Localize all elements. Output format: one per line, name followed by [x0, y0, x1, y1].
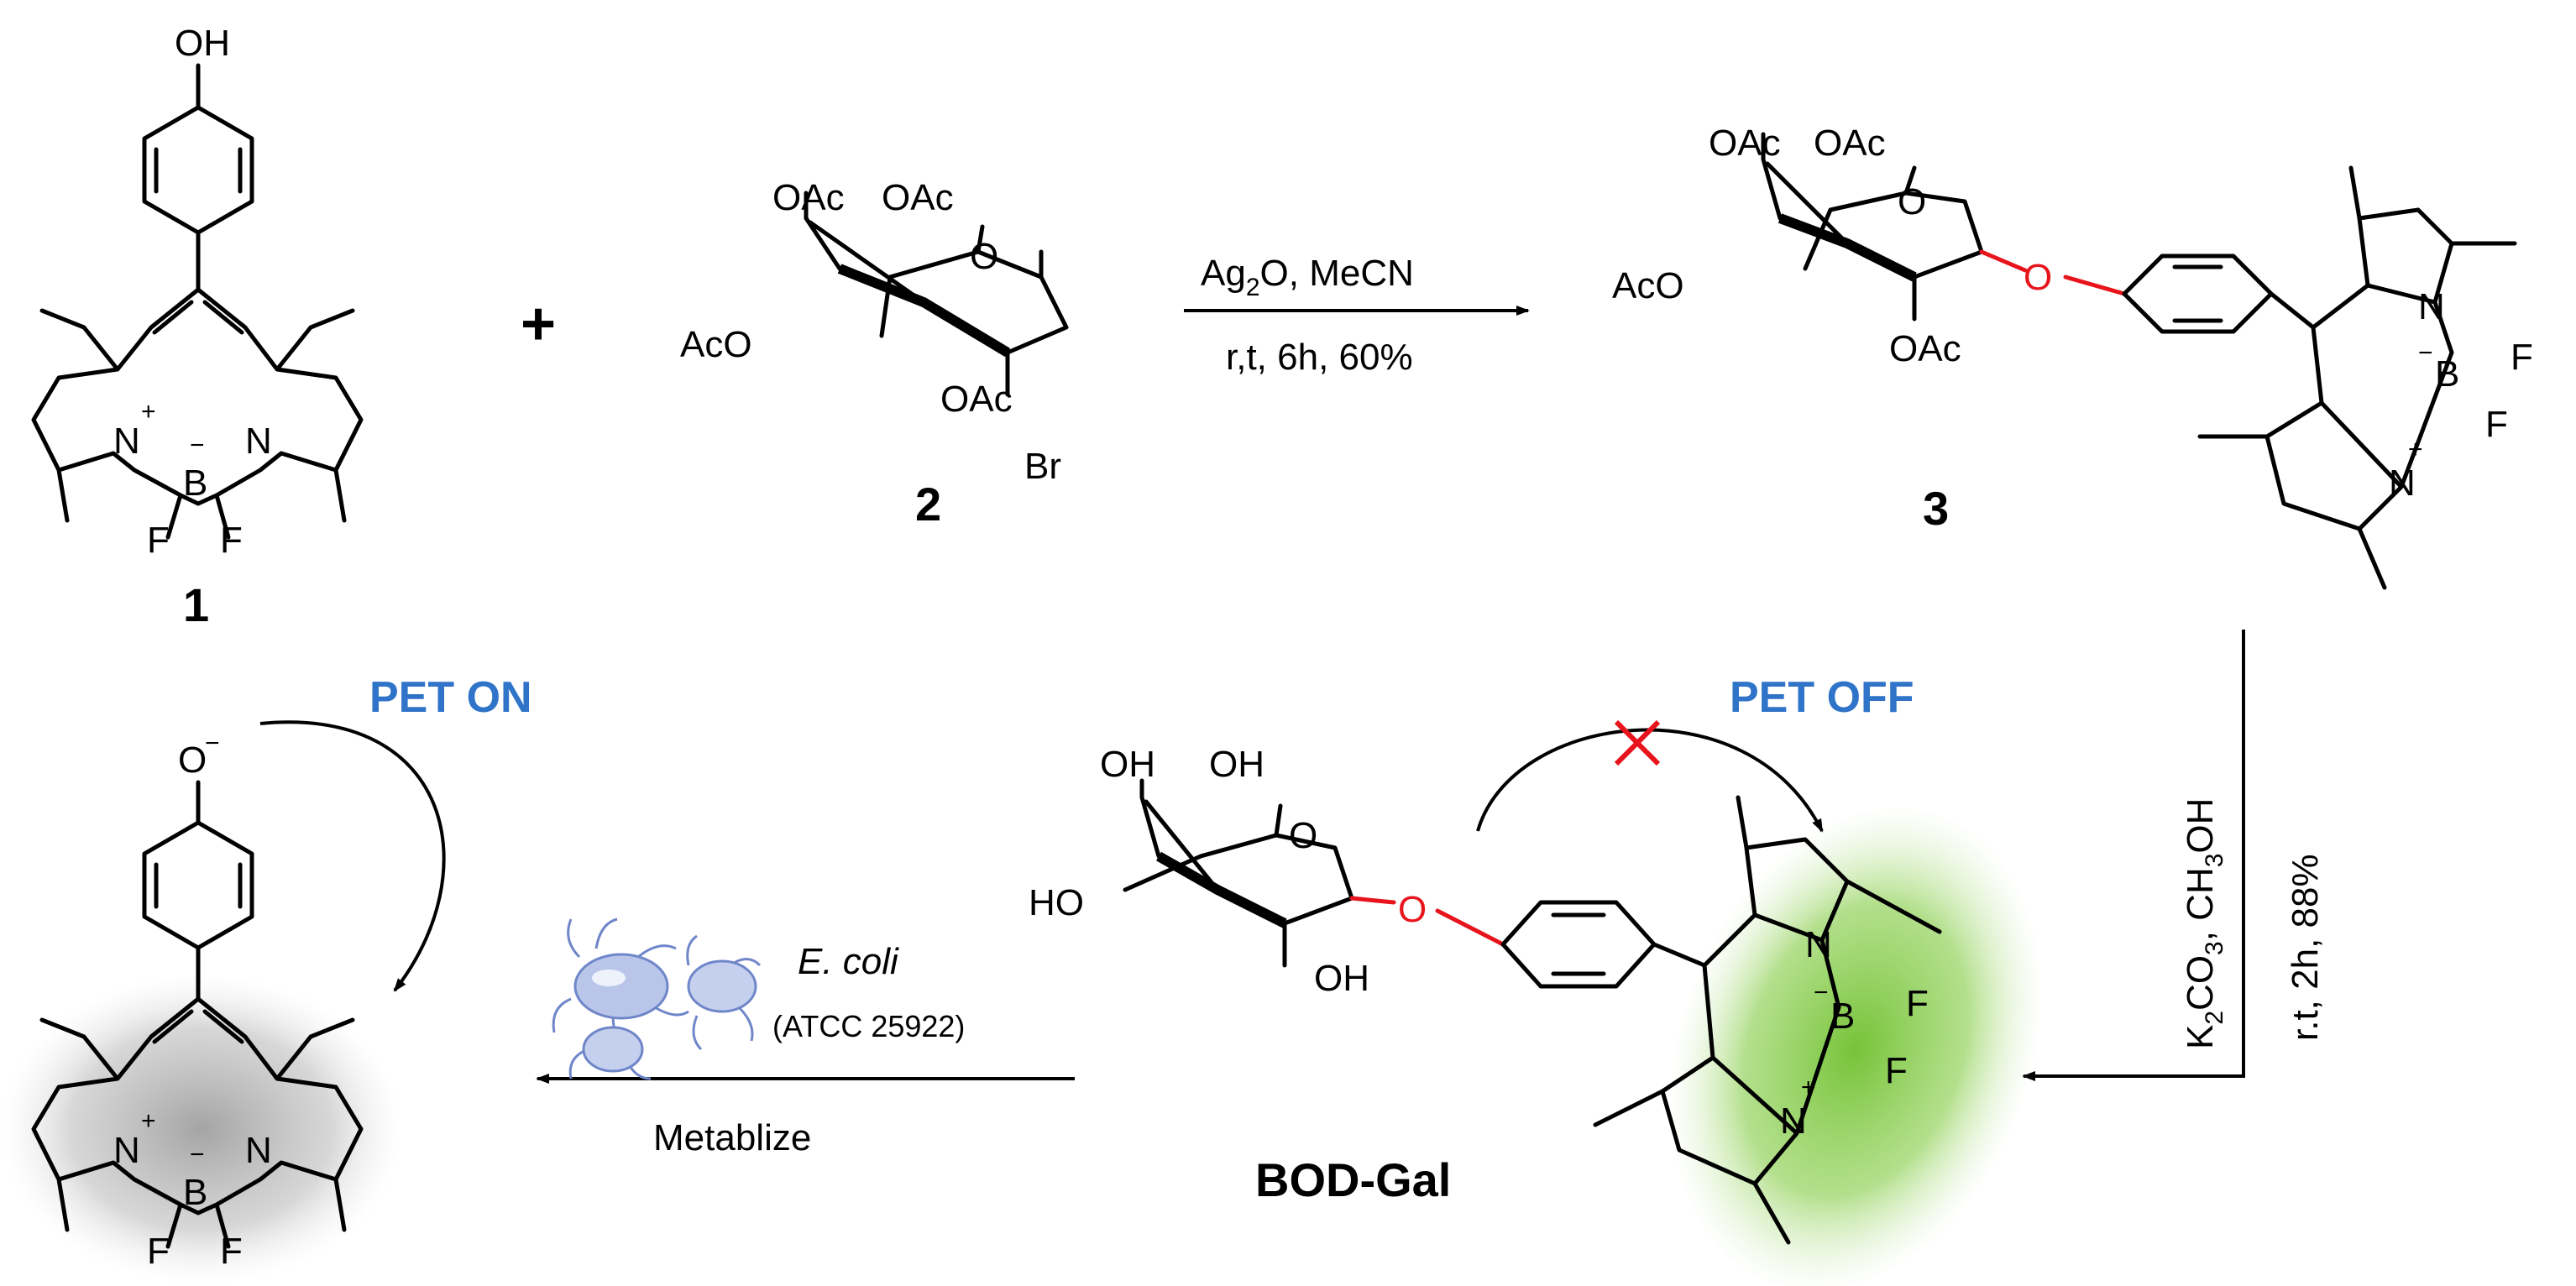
compound-1-label: 1 [183, 578, 209, 631]
hydroxyl-label: OH [1100, 744, 1155, 785]
bromine-label: Br [1024, 446, 1061, 487]
nitrogen-label: N [245, 421, 272, 462]
reaction-arrow-2 [2022, 630, 2245, 1081]
compound-1-structure: OH N + N B − F F 1 [31, 23, 364, 631]
hydroxyl-label: OH [1314, 958, 1369, 999]
fluorine-label: F [147, 1231, 170, 1272]
compound-2-structure: OAc OAc O AcO OAc Br 2 [680, 177, 1069, 531]
hydroxyl-label: HO [1029, 882, 1084, 923]
pet-blocked-arrow [1476, 728, 1824, 833]
oac-label: OAc [1709, 123, 1781, 164]
ring-oxygen-label: O [1898, 181, 1926, 222]
pet-on-label: PET ON [369, 673, 532, 722]
plus-charge: + [141, 398, 156, 426]
phenolate-oxygen-label: O [178, 740, 207, 781]
hydroxyl-label: OH [175, 23, 230, 64]
boron-label: B [1830, 996, 1855, 1037]
nitrogen-label: N [113, 1130, 140, 1171]
minus-charge: − [1814, 979, 1829, 1006]
plus-charge: + [141, 1107, 156, 1135]
plus-sign: + [521, 290, 556, 358]
plus-charge: + [2408, 436, 2423, 463]
oac-label: OAc [882, 177, 954, 218]
fluorine-label: F [1906, 983, 1929, 1024]
oac-label: OAc [940, 379, 1013, 420]
reagent-k2co3-ch3oh: K2CO3, CH3OH [2180, 798, 2228, 1049]
fluorine-label: F [220, 1231, 243, 1272]
bod-gal-structure: O OH OH O HO OH N − B + N F F BOD-Gal [1029, 744, 2043, 1286]
minus-charge: − [190, 1141, 205, 1168]
oac-label: OAc [1814, 123, 1886, 164]
oac-label: OAc [1889, 328, 1961, 369]
boron-label: B [183, 463, 207, 504]
fluorine-label: F [2485, 404, 2508, 445]
aco-label: AcO [1612, 265, 1684, 306]
ether-oxygen-label: O [2024, 257, 2052, 298]
fluorine-label: F [220, 520, 243, 561]
pet-off-label: PET OFF [1730, 673, 1914, 722]
minus-charge: − [190, 431, 205, 459]
nitrogen-label: N [2418, 286, 2445, 327]
ring-oxygen-label: O [1289, 815, 1317, 856]
nitrogen-label: N [245, 1130, 272, 1171]
compound-3-structure: O OAc OAc O AcO OAc N − B + N F F 3 [1612, 123, 2533, 590]
ring-oxygen-label: O [970, 236, 998, 277]
reaction-2-conditions: r.t, 2h, 88% [2285, 854, 2326, 1041]
minus-charge: − [205, 729, 220, 757]
fluorine-label: F [2511, 337, 2533, 378]
cross-mark-icon [1614, 719, 1661, 766]
phenolate-product-structure: O − N + N B − F F [0, 729, 403, 1284]
green-fluorescence-glow [1668, 805, 2043, 1286]
oac-label: OAc [772, 177, 845, 218]
minus-charge: − [2418, 339, 2433, 367]
nitrogen-label: N [1805, 924, 1832, 965]
fluorine-label: F [1885, 1050, 1908, 1091]
compound-3-label: 3 [1923, 482, 1949, 535]
metabolism-label: Metablize [653, 1117, 811, 1158]
aco-label: AcO [680, 324, 752, 365]
fluorine-label: F [147, 520, 170, 561]
nitrogen-label: N [113, 421, 140, 462]
compound-2-label: 2 [915, 478, 941, 531]
boron-label: B [2435, 353, 2459, 395]
reagent-ag2o-mecn: Ag2O, MeCN [1201, 253, 1414, 301]
organism-strain: (ATCC 25922) [772, 1009, 965, 1043]
ether-oxygen-label: O [1398, 889, 1427, 930]
reaction-1-conditions: r,t, 6h, 60% [1226, 337, 1413, 378]
organism-name: E. coli [798, 941, 899, 982]
nitrogen-label: N [2389, 463, 2416, 504]
boron-label: B [183, 1172, 207, 1213]
bacteria-icon [552, 917, 762, 1080]
bod-gal-label: BOD-Gal [1255, 1153, 1451, 1206]
plus-charge: + [1801, 1074, 1816, 1101]
hydroxyl-label: OH [1209, 744, 1264, 785]
gray-quenched-glow [0, 974, 403, 1284]
pet-active-arrow [259, 720, 446, 992]
nitrogen-label: N [1780, 1100, 1807, 1142]
